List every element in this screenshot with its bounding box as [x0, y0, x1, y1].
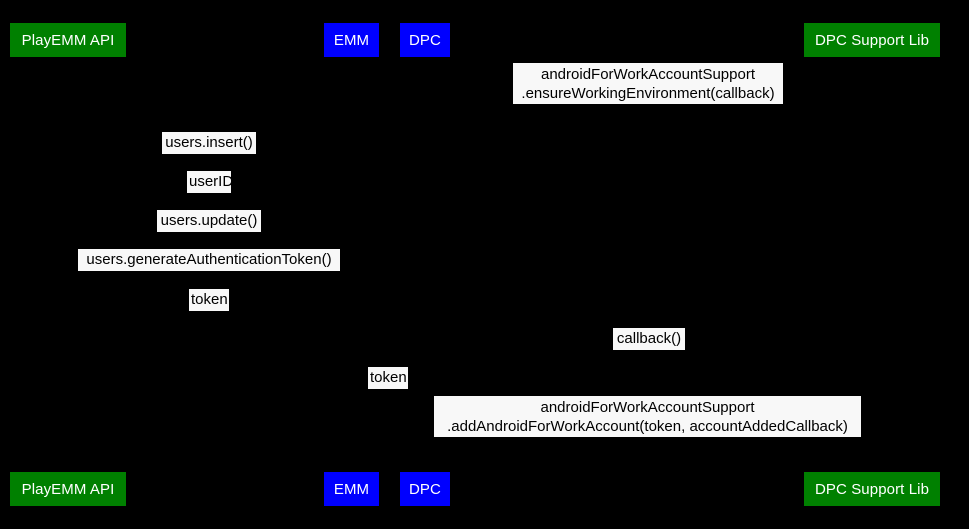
participant-playemm-api-top[interactable]: PlayEMM API: [10, 23, 126, 57]
message-label-callback: callback(): [613, 328, 685, 350]
message-label-token-to-dpc: token: [368, 367, 408, 389]
participant-label: DPC: [409, 480, 441, 498]
participant-dpc-top[interactable]: DPC: [400, 23, 450, 57]
message-label-user-id: userID: [187, 171, 233, 193]
participant-label: DPC Support Lib: [814, 480, 930, 498]
participant-dpc-bottom[interactable]: DPC: [400, 472, 450, 506]
message-label-token-to-emm: token: [189, 289, 229, 311]
message-label-generate-authentication-token: users.generateAuthenticationToken(): [78, 249, 340, 271]
participant-label: PlayEMM API: [21, 31, 115, 49]
participant-playemm-api-bottom[interactable]: PlayEMM API: [10, 472, 126, 506]
participant-label: DPC: [409, 31, 441, 49]
participant-emm-top[interactable]: EMM: [324, 23, 379, 57]
lifeline-dpc-support-lib: [872, 57, 873, 472]
lifeline-emm: [351, 57, 352, 472]
participant-dpc-support-lib-top[interactable]: DPC Support Lib: [804, 23, 940, 57]
lifeline-playemm-api: [68, 57, 69, 472]
message-label-users-insert: users.insert(): [162, 132, 256, 154]
message-label-add-android-for-work-account: androidForWorkAccountSupport .addAndroid…: [434, 396, 861, 437]
message-label-users-update: users.update(): [157, 210, 261, 232]
participant-emm-bottom[interactable]: EMM: [324, 472, 379, 506]
message-label-ensure-working-environment: androidForWorkAccountSupport .ensureWork…: [513, 63, 783, 104]
lifeline-dpc: [425, 57, 426, 472]
participant-label: DPC Support Lib: [814, 31, 930, 49]
participant-label: EMM: [333, 480, 370, 498]
participant-dpc-support-lib-bottom[interactable]: DPC Support Lib: [804, 472, 940, 506]
participant-label: PlayEMM API: [21, 480, 115, 498]
participant-label: EMM: [333, 31, 370, 49]
